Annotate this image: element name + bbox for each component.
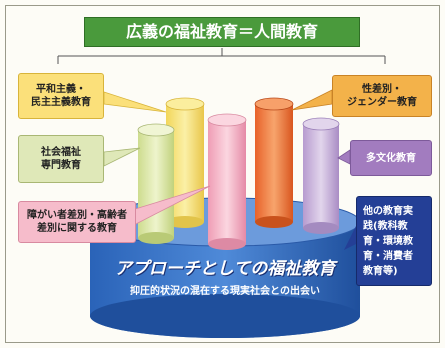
base-title: アプローチとしての福祉教育 [114, 258, 336, 279]
box-social-welfare-education: 社会福祉 専門教育 [18, 135, 104, 183]
title-bracket [57, 48, 386, 64]
frame [5, 5, 440, 343]
tube-purple [302, 117, 340, 234]
callout-tails [103, 89, 356, 250]
tube-orange [254, 97, 294, 228]
box-multicultural-education: 多文化教育 [350, 140, 432, 176]
box-other-education-practices: 他の教育実 践(教科教 育・環境教 育・消費者 教育等) [356, 196, 432, 286]
tube-green [137, 123, 175, 244]
box-disability-age-discrimination-education: 障がい者差別・高齢者 差別に関する教育 [18, 201, 136, 243]
base-subtitle: 抑圧的状況の混在する現実社会との出会い [130, 285, 320, 297]
box-gender-education: 性差別・ ジェンダー教育 [332, 75, 432, 117]
diagram-title: 広義の福祉教育＝人間教育 [84, 17, 360, 47]
box-peace-democracy-education: 平和主義・ 民主主義教育 [18, 73, 104, 119]
tube-pink [207, 113, 247, 250]
